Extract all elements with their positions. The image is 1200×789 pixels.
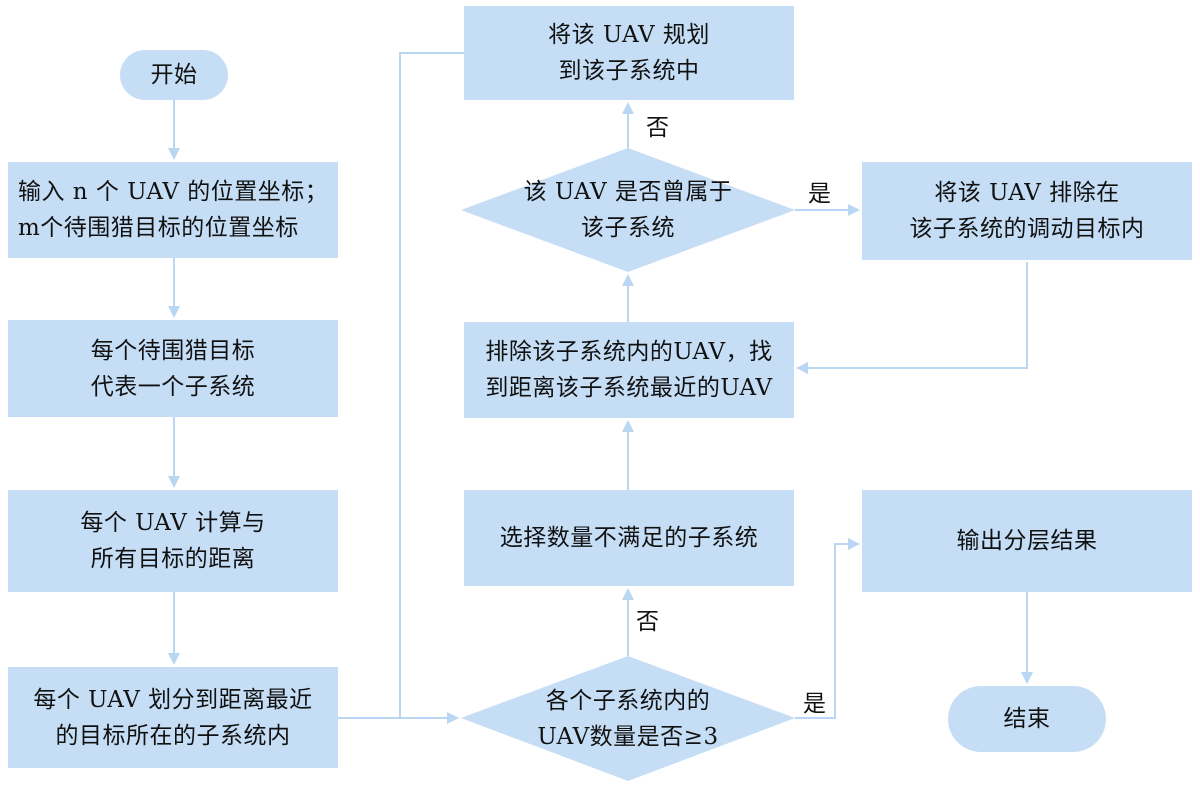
subsystem-box: 每个待围猎目标 代表一个子系统: [8, 320, 338, 417]
exclude-find-line-2: 到距离该子系统最近的UAV: [485, 375, 773, 401]
arrow-dispatch-to-exclude: [796, 262, 1028, 374]
exclude-find-line-1: 排除该子系统内的UAV，找: [485, 339, 773, 365]
subsystem-line-2: 代表一个子系统: [90, 373, 256, 400]
edge-label-no-bottom: 否: [636, 609, 659, 635]
plan-uav-box: 将该 UAV 规划 到该子系统中: [464, 6, 794, 100]
compute-line-1: 每个 UAV 计算与: [80, 510, 266, 536]
arrow-check-yes-to-output: [795, 538, 860, 719]
compute-distance-box: 每个 UAV 计算与 所有目标的距离: [8, 490, 338, 592]
edge-label-yes-right: 是: [808, 181, 831, 207]
select-line-1: 选择数量不满足的子系统: [499, 525, 759, 551]
plan-line-2: 到该子系统中: [558, 58, 700, 84]
exclude-dispatch-line-2: 该子系统的调动目标内: [909, 216, 1145, 242]
check-belong-line-2: 该子系统: [581, 215, 675, 241]
end-label: 结束: [1003, 706, 1051, 732]
subsystem-line-1: 每个待围猎目标: [90, 337, 256, 364]
assign-subsystem-box: 每个 UAV 划分到距离最近 的目标所在的子系统内: [8, 667, 338, 768]
end-node: 结束: [948, 686, 1106, 752]
exclude-find-box: 排除该子系统内的UAV，找 到距离该子系统最近的UAV: [464, 322, 794, 418]
select-subsystem-box: 选择数量不满足的子系统: [464, 490, 794, 586]
check-belong-line-1: 该 UAV 是否曾属于: [523, 179, 733, 205]
input-line-2: m个待围猎目标的位置坐标: [18, 215, 299, 241]
decision-belong-diamond: [461, 148, 795, 272]
arrow-plan-loop-back: [399, 52, 465, 718]
input-positions-box: 输入 n 个 UAV 的位置坐标； m个待围猎目标的位置坐标: [8, 162, 338, 258]
output-line-1: 输出分层结果: [956, 528, 1098, 554]
exclude-dispatch-line-1: 将该 UAV 排除在: [934, 180, 1120, 206]
start-label: 开始: [150, 62, 198, 88]
compute-line-2: 所有目标的距离: [90, 546, 256, 572]
plan-line-1: 将该 UAV 规划: [548, 22, 710, 48]
check-belong-text: 该 UAV 是否曾属于 该子系统: [461, 148, 795, 272]
start-node: 开始: [120, 50, 228, 100]
check-count-line-1: 各个子系统内的: [545, 687, 711, 714]
output-result-box: 输出分层结果: [862, 490, 1192, 592]
edge-label-no-top: 否: [646, 115, 669, 141]
decision-count-diamond: [461, 656, 795, 781]
edge-label-yes-bottom: 是: [803, 691, 826, 717]
check-count-text: 各个子系统内的 UAV数量是否≥3: [461, 656, 795, 781]
exclude-dispatch-box: 将该 UAV 排除在 该子系统的调动目标内: [862, 162, 1192, 260]
input-line-1: 输入 n 个 UAV 的位置坐标；: [18, 179, 329, 205]
assign-line-1: 每个 UAV 划分到距离最近: [33, 686, 313, 713]
check-count-line-2: UAV数量是否≥3: [537, 723, 719, 750]
assign-line-2: 的目标所在的子系统内: [55, 722, 291, 749]
